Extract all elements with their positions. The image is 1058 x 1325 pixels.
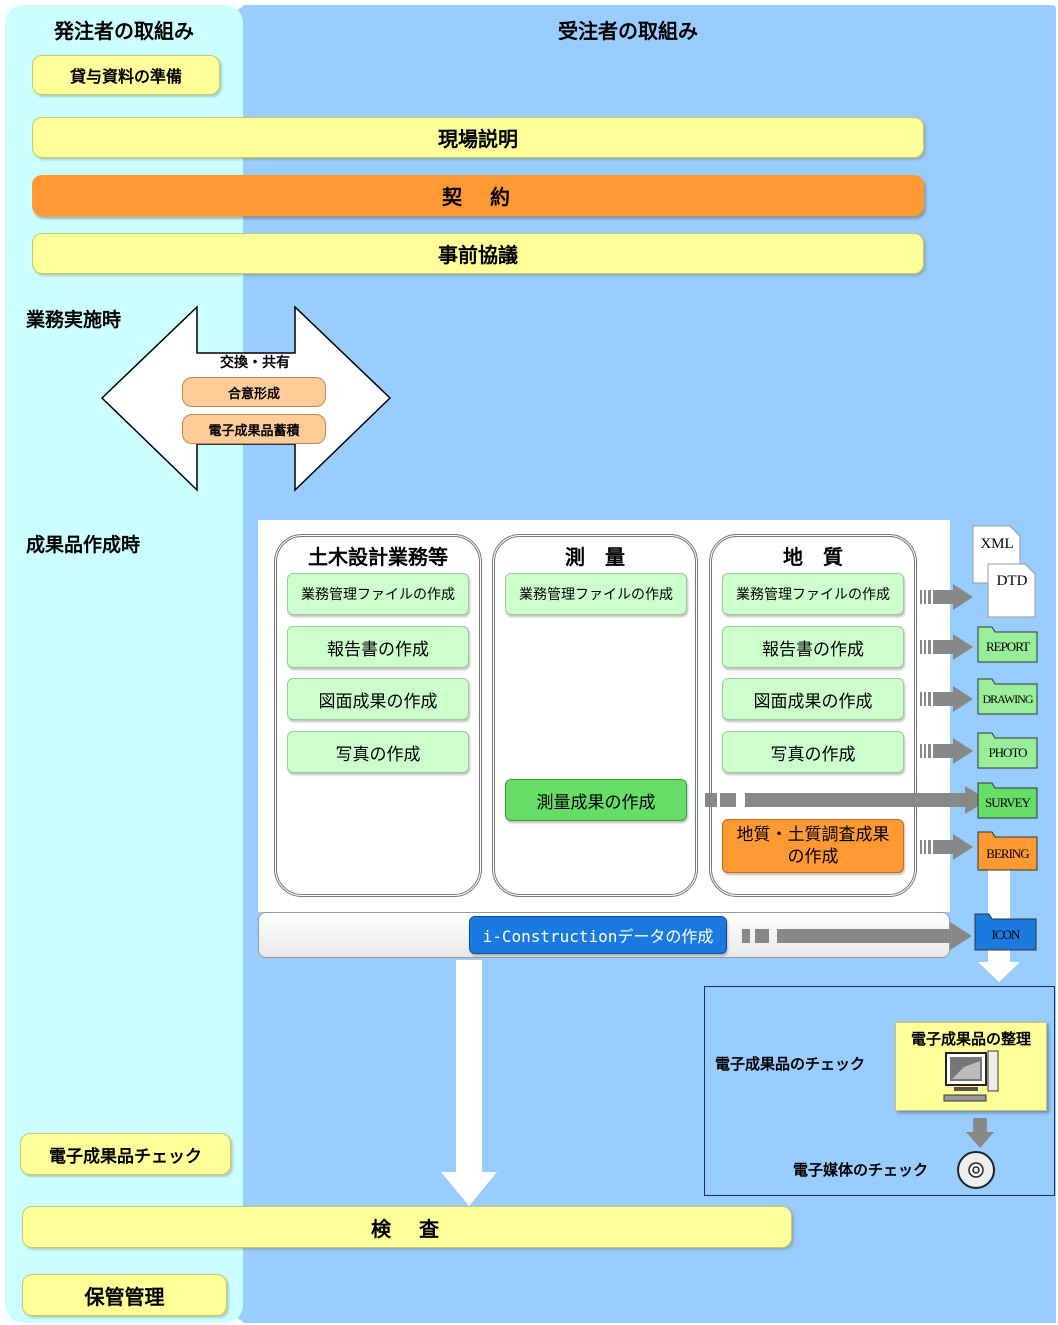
- orderer-column: [5, 5, 243, 1323]
- survey-folder: SURVEY: [985, 795, 1031, 810]
- geology-title: 地 質: [783, 545, 843, 569]
- dtd-file: DTD: [996, 573, 1028, 589]
- geology-soil-result: 地質・土質調査成果 の作成: [722, 819, 904, 873]
- consensus-pill: 合意形成: [182, 377, 326, 407]
- civil-report: 報告書の作成: [287, 626, 469, 668]
- contractor-header: 受注者の取組み: [558, 19, 698, 43]
- survey-result: 測量成果の作成: [505, 779, 687, 821]
- organize-label: 電子成果品の整理: [910, 1030, 1031, 1048]
- disc-icon: [957, 1151, 995, 1189]
- survey-title: 測 量: [565, 545, 625, 569]
- contract-bar: 契 約: [32, 175, 924, 216]
- media-check-label: 電子媒体のチェック: [793, 1161, 929, 1179]
- civil-photo: 写真の作成: [287, 731, 469, 773]
- photo-folder: PHOTO: [988, 745, 1027, 760]
- civil-drawing: 図面成果の作成: [287, 678, 469, 720]
- icon-folder: ICON: [991, 926, 1021, 942]
- orderer-header: 発注者の取組み: [54, 19, 194, 43]
- site-explanation-bar: 現場説明: [32, 117, 924, 158]
- deliverable-label: 成果品作成時: [26, 534, 141, 556]
- product-check-label: 電子成果品のチェック: [715, 1055, 866, 1073]
- during-work-label: 業務実施時: [26, 309, 122, 331]
- storage-box: 保管管理: [22, 1274, 227, 1316]
- geology-mgmt-file: 業務管理ファイルの作成: [722, 573, 904, 615]
- drawing-folder: DRAWING: [982, 691, 1033, 706]
- survey-mgmt-file: 業務管理ファイルの作成: [505, 573, 687, 615]
- inspection-bar: 検 査: [22, 1206, 792, 1248]
- geology-drawing: 図面成果の作成: [722, 678, 904, 720]
- xml-file: XML: [980, 536, 1014, 552]
- orderer-check-box: 電子成果品チェック: [20, 1133, 231, 1175]
- exchange-label: 交換・共有: [220, 355, 290, 371]
- iconstruction-button: i-Constructionデータの作成: [469, 916, 727, 954]
- accumulate-pill: 電子成果品蓄積: [182, 414, 326, 444]
- bering-folder: BERING: [986, 845, 1029, 861]
- check-box: [704, 986, 1055, 1196]
- civil-design-title: 土木設計業務等: [308, 545, 448, 569]
- geology-photo: 写真の作成: [722, 731, 904, 773]
- loan-materials-box: 貸与資料の準備: [32, 55, 220, 95]
- report-folder: REPORT: [985, 639, 1030, 654]
- civil-mgmt-file: 業務管理ファイルの作成: [287, 573, 469, 615]
- computer-icon: [943, 1050, 999, 1102]
- pre-consultation-bar: 事前協議: [32, 233, 924, 274]
- geology-report: 報告書の作成: [722, 626, 904, 668]
